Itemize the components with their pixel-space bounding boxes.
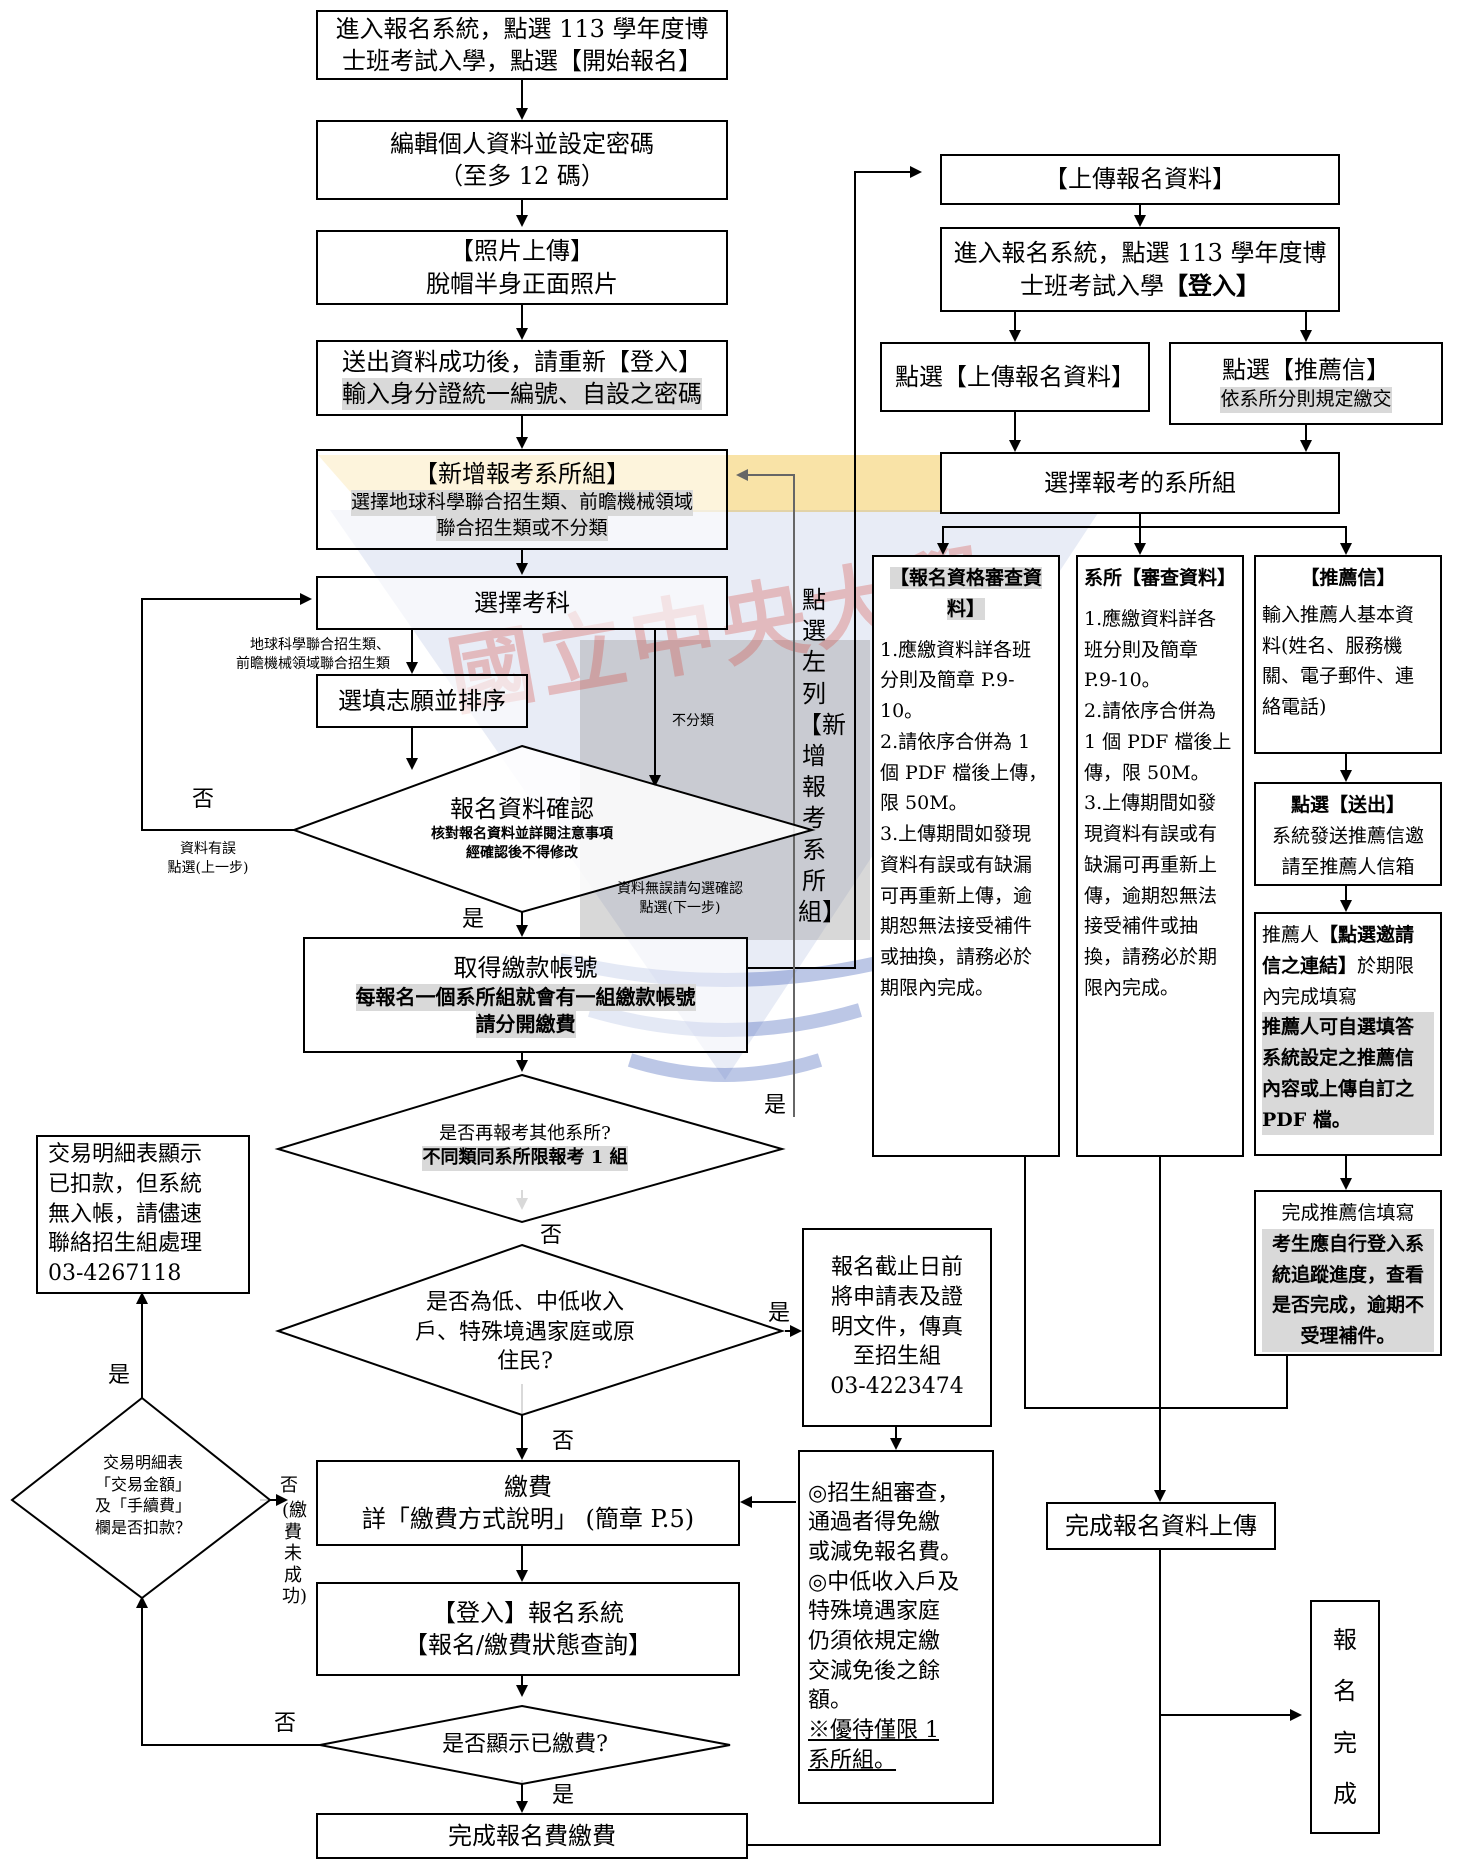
upload-header-box: 【上傳報名資料】 (940, 154, 1340, 205)
photo-upload-box: 【照片上傳】 脫帽半身正面照片 (316, 230, 728, 305)
ok-note: 資料無誤請勾選確認 點選(下一步) (617, 881, 743, 916)
done-fee-box: 完成報名費繳費 (316, 1813, 748, 1859)
start-box: 進入報名系統，點選 113 學年度博 士班考試入學，點選【開始報名】 (316, 10, 728, 80)
final-box: 報 名 完 成 (1310, 1600, 1380, 1834)
low-income-diamond (274, 1243, 786, 1417)
choose-dept-box: 選擇報考的系所組 (940, 452, 1340, 514)
err-note: 資料有誤 點選(上一步) (167, 841, 249, 876)
paid-diamond (319, 1704, 731, 1786)
recommend-column: 【推薦信】 輸入推薦人基本資 料(姓名、服務機 關、電子郵件、連 絡電話) (1254, 555, 1442, 754)
payment-account-box: 取得繳款帳號 每報名一個系所組就會有一組繳款帳號 請分開繳費 (303, 937, 748, 1053)
status-box: 【登入】報名系統 【報名/繳費狀態查詢】 (316, 1582, 740, 1676)
referee-box: 推薦人【點選邀請 信之連結】於期限 內完成填寫 推薦人可自選填答 系統設定之推薦… (1254, 912, 1442, 1156)
low-yes: 是 (768, 1301, 791, 1326)
add-dept-box: 【新增報考系所組】 選擇地球科學聯合招生類、前瞻機械領域 聯合招生類或不分類 (316, 449, 728, 550)
no-label-1: 否 (192, 787, 215, 812)
again-no: 否 (540, 1223, 563, 1248)
trans-yes: 是 (108, 1363, 131, 1388)
click-recommend-box: 點選【推薦信】 依系所分則規定繳交 (1169, 342, 1443, 425)
low-income-text: 是否為低、中低收入 戶、特殊境遇家庭或原 住民? (414, 1290, 635, 1375)
subject-box: 選擇考科 (316, 576, 728, 630)
vertical-hint: 點選左列【新增報考系所組】 (798, 586, 846, 926)
edit-profile-box: 編輯個人資料並設定密碼 （至多 12 碼） (316, 120, 728, 200)
waiver-box: ◎招生組審查， 通過者得免繳 或減免報名費。 ◎中低收入戶及 特殊境遇家庭 仍須… (798, 1450, 994, 1804)
confirm-diamond (291, 744, 816, 914)
paid-yes: 是 (552, 1783, 575, 1808)
again-yes: 是 (764, 1093, 787, 1118)
trans-diamond (10, 1396, 272, 1600)
low-no: 否 (552, 1429, 575, 1454)
wish-box: 選填志願並排序 (316, 674, 528, 728)
pay-box: 繳費 詳「繳費方式說明」 (簡章 P.5) (316, 1460, 740, 1546)
login-box: 送出資料成功後，請重新【登入】 輸入身分證統一編號、自設之密碼 (316, 340, 728, 416)
eligibility-column: 【報名資格審查資料】 1.應繳資料詳各班 分則及簡章 P.9-10。 2.請依序… (872, 555, 1060, 1157)
confirm-text: 報名資料確認 核對報名資料並詳閱注意事項 經確認後不得修改 (431, 795, 613, 862)
no-class-note: 不分類 (672, 713, 714, 729)
upload-done-box: 完成報名資料上傳 (1046, 1502, 1276, 1550)
click-upload-box: 點選【上傳報名資料】 (880, 342, 1150, 412)
trans-q-text: 交易明細表 「交易金額」 及「手續費」 欄是否扣款？ (94, 1453, 191, 1537)
login2-box: 進入報名系統，點選 113 學年度博 士班考試入學【登入】 (940, 227, 1340, 312)
contact-box: 交易明細表顯示 已扣款，但系統 無入帳，請儘速 聯絡招生組處理 03-42671… (36, 1135, 250, 1294)
yes-label-1: 是 (462, 907, 485, 932)
review-column: 系所【審查資料】 1.應繳資料詳各 班分則及簡章 P.9-10。 2.請依序合併… (1076, 555, 1244, 1157)
recommend-done-box: 完成推薦信填寫 考生應自行登入系 統追蹤進度，查看 是否完成，逾期不 受理補件。 (1254, 1190, 1442, 1356)
joint-note: 地球科學聯合招生類、 前瞻機械領域聯合招生類 (236, 637, 390, 672)
fax-box: 報名截止日前 將申請表及證 明文件，傳真 至招生組 03-4223474 (802, 1228, 992, 1427)
paid-q-text: 是否顯示已繳費? (442, 1732, 608, 1757)
paid-no: 否 (274, 1711, 297, 1736)
again-text: 是否再報考其他系所? 不同類同系所限報考 1 組 (380, 1122, 670, 1171)
pay-fail-no: 否 (280, 1475, 298, 1496)
send-box: 點選【送出】 系統發送推薦信邀 請至推薦人信箱 (1254, 782, 1442, 886)
pay-fail-note: (繳費未成功) (282, 1500, 308, 1608)
